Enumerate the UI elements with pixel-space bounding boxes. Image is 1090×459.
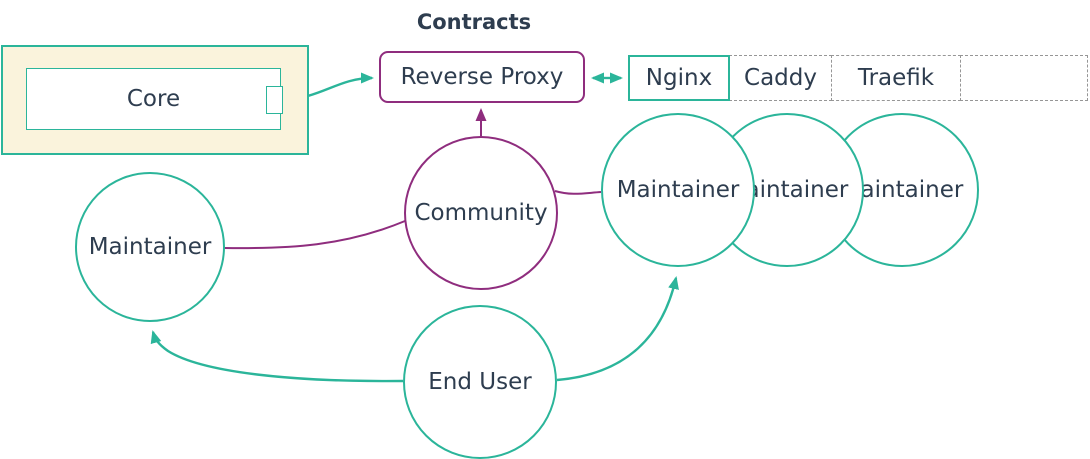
- table-cell-traefik-label: Traefik: [857, 65, 935, 91]
- table-cell-nginx-label: Nginx: [645, 65, 713, 91]
- table-cell-empty: [960, 55, 1088, 101]
- maintainer-right-label-1: Maintainer: [616, 177, 740, 203]
- diagram-title: Contracts: [416, 10, 532, 34]
- community-label: Community: [414, 200, 548, 226]
- community-node: Community: [404, 136, 558, 290]
- edge-community-to-maintainer-right: [554, 190, 602, 195]
- core-label: Core: [126, 86, 181, 112]
- table-cell-traefik: Traefik: [831, 55, 961, 101]
- table-cell-caddy: Caddy: [729, 55, 832, 101]
- edge-community-to-maintainer-left: [223, 220, 406, 250]
- table-cell-caddy-label: Caddy: [744, 65, 817, 91]
- core-node: Core: [26, 68, 281, 130]
- end-user-label: End User: [428, 369, 532, 395]
- maintainer-left-label: Maintainer: [88, 234, 212, 260]
- reverse-proxy-node: Reverse Proxy: [379, 51, 585, 103]
- reverse-proxy-label: Reverse Proxy: [400, 64, 564, 90]
- end-user-node: End User: [403, 305, 557, 459]
- table-cell-nginx: Nginx: [628, 55, 730, 101]
- maintainer-right-node-1: Maintainer: [601, 113, 755, 267]
- core-port: [266, 86, 283, 114]
- edge-end-user-to-maintainer-right: [556, 276, 679, 382]
- maintainer-left-node: Maintainer: [75, 172, 225, 322]
- edge-end-user-to-maintainer-left: [150, 330, 404, 383]
